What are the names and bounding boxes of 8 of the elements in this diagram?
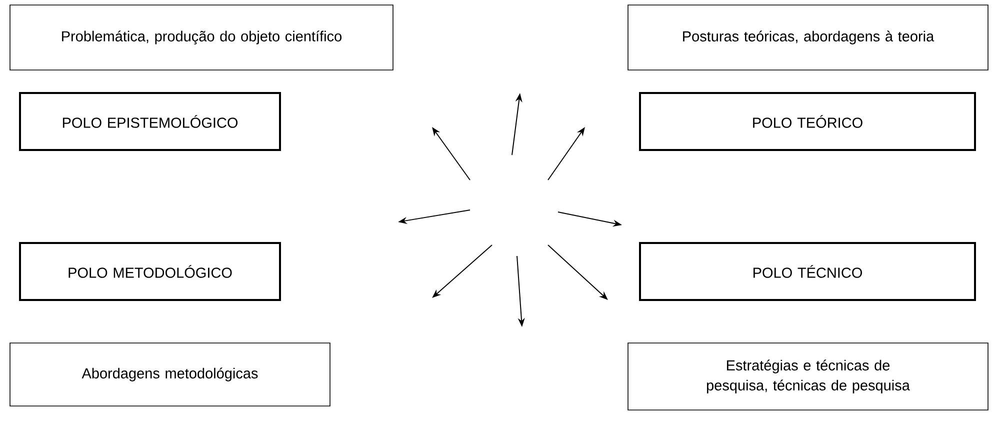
- description-box: Problemática, produção do objeto científico: [10, 4, 394, 70]
- pole-box: POLO TÉCNICO: [639, 242, 976, 301]
- pole-box: POLO TEÓRICO: [639, 92, 976, 151]
- pole-box: POLO EPISTEMOLÓGICO: [19, 92, 281, 151]
- description-box: Abordagens metodológicas: [10, 342, 330, 406]
- description-box: Posturas teóricas, abordagens à teoria: [628, 4, 988, 70]
- description-box: Estratégias e técnicas de pesquisa, técnicas de pesquisa: [628, 342, 988, 410]
- pole-box: POLO METODOLÓGICO: [19, 242, 281, 301]
